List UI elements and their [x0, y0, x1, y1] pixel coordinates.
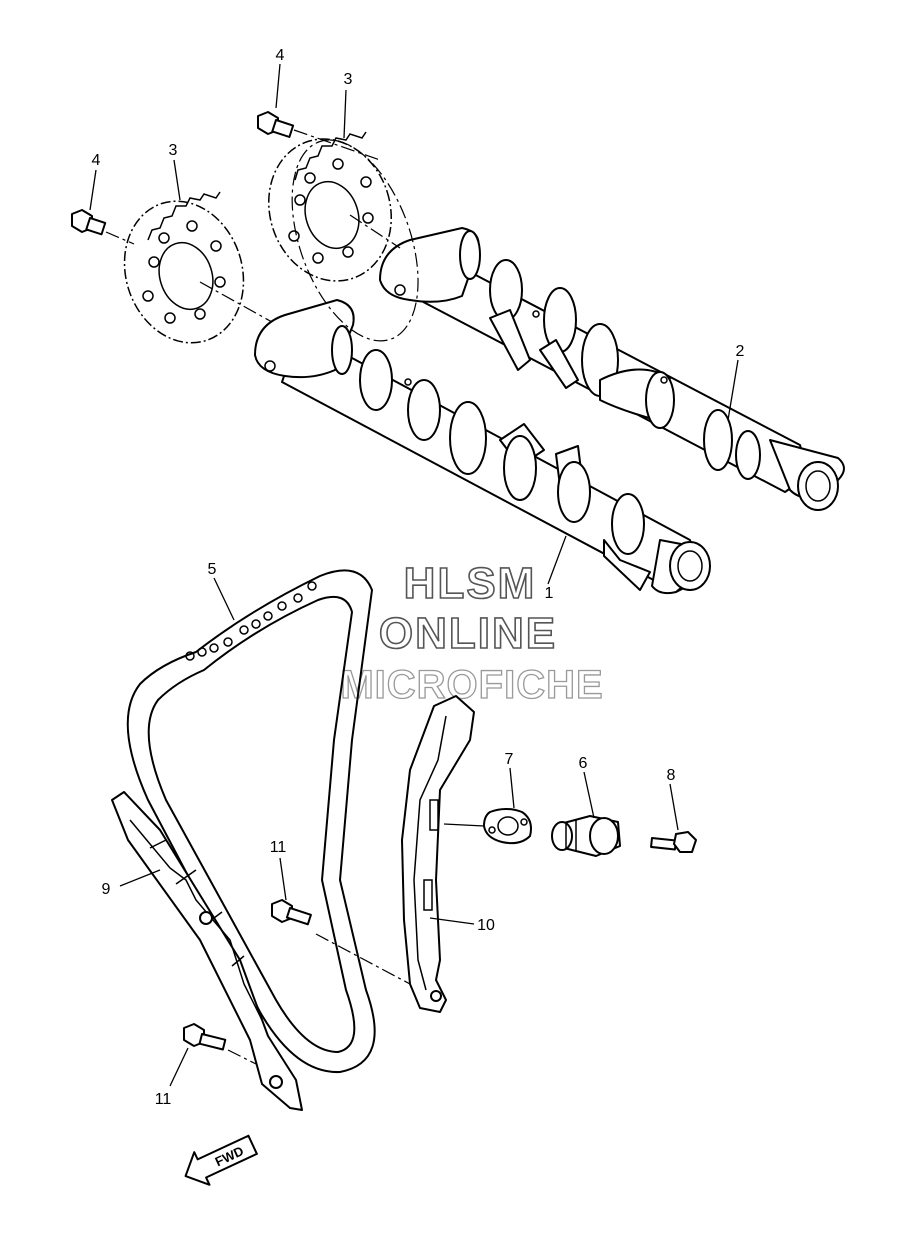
sprocket-bolt-lower: [71, 209, 107, 236]
sprocket-bolt-upper: [257, 111, 295, 138]
callout-8: 8: [667, 767, 676, 784]
callout-3-lower: 3: [169, 142, 178, 159]
fwd-arrow-icon: [184, 1134, 258, 1186]
tensioner-bolt: [650, 831, 697, 853]
centerline-lower-shaft: [199, 281, 273, 323]
watermark-line2: ONLINE: [379, 609, 557, 658]
tensioner-guide: [111, 791, 303, 1111]
callout-6: 6: [579, 755, 588, 772]
callout-10: 10: [477, 917, 495, 934]
callout-1: 1: [545, 585, 554, 602]
callout-11-lower: 11: [155, 1091, 172, 1108]
exhaust-camshaft: [254, 299, 711, 595]
chain-guide: [401, 695, 475, 1013]
centerline-upper-bolt: [293, 129, 381, 161]
intake-camshaft: [379, 227, 845, 511]
callout-3-upper: 3: [344, 71, 353, 88]
lower-cam-sprocket: [123, 191, 245, 344]
centerline-lower-bolt: [105, 231, 135, 245]
guide-bolt-lower: [183, 1023, 227, 1051]
tensioner-gasket: [483, 808, 532, 845]
watermark: HLSM ONLINE MICROFICHE: [340, 558, 604, 707]
leader-lines: [89, 63, 739, 1087]
callout-4-lower: 4: [92, 152, 101, 169]
callout-5: 5: [208, 561, 217, 578]
watermark-line1: HLSM: [404, 559, 537, 608]
guide-bolt-upper: [271, 899, 312, 926]
callout-7: 7: [505, 751, 514, 768]
callout-2: 2: [736, 343, 745, 360]
callout-9: 9: [102, 881, 111, 898]
upper-cam-sprocket: [268, 131, 419, 342]
watermark-line3: MICROFICHE: [340, 663, 603, 707]
callout-numbers: 1 2 3 3 4 4 5 6 7 8 9 10 11 11: [92, 47, 745, 1108]
centerline-guide-bolt: [315, 933, 411, 985]
centerline-upper-shaft: [349, 214, 401, 249]
timing-chain: [126, 569, 376, 1074]
chain-tensioner: [551, 815, 621, 857]
callout-4-upper: 4: [276, 47, 285, 64]
centerline-lower-guide-bolt: [227, 1049, 257, 1065]
callout-11-upper: 11: [270, 839, 287, 856]
fwd-arrow: FWD: [184, 1134, 258, 1186]
